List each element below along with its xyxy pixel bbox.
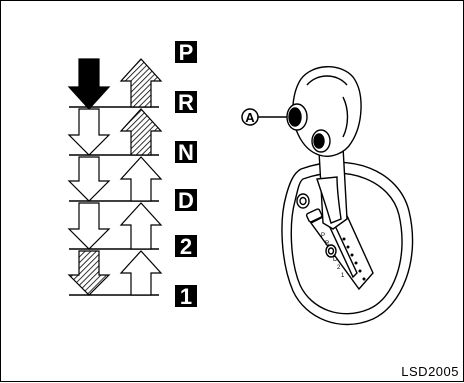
gear-label-2: 2: [180, 234, 192, 259]
gate-dot: [358, 269, 362, 273]
gear-label-n: N: [178, 140, 194, 165]
gear-labels: P R N D 2 1: [175, 40, 197, 309]
down-arrow-hatched: [67, 250, 111, 296]
up-arrow-hatched: [119, 58, 163, 108]
gear-label-r: R: [178, 90, 194, 115]
gate-dot: [362, 277, 366, 281]
gear-label-1: 1: [180, 284, 192, 309]
down-arrow-outline: [67, 202, 111, 250]
gear-box-n: [175, 141, 197, 163]
up-arrow-outline: [119, 250, 163, 296]
gate-label-p: P: [321, 233, 325, 239]
gate-label-2: 2: [337, 265, 341, 271]
downshift-arrows: [67, 58, 111, 296]
gear-box-1: [175, 285, 197, 307]
down-arrow-outline: [67, 108, 111, 156]
shift-lock-release-center: [327, 247, 335, 255]
knob-ridge: [342, 96, 349, 138]
gate-position-dots: [342, 237, 366, 281]
gear-box-p: [175, 41, 197, 63]
gear-box-2: [175, 235, 197, 257]
up-arrow-outline: [119, 202, 163, 250]
figure-code: LSD2005: [401, 364, 459, 379]
up-arrow-hatched: [119, 108, 163, 156]
upshift-arrows: [119, 58, 163, 296]
gear-box-r: [175, 91, 197, 113]
gate-label-d: D: [333, 257, 338, 263]
down-arrow-solid: [67, 58, 111, 110]
gear-label-p: P: [179, 40, 194, 65]
lever-boot: [316, 176, 342, 224]
gate-label-r: R: [325, 241, 330, 247]
up-arrow-outline: [119, 156, 163, 202]
callout-label: A: [245, 110, 255, 125]
gear-label-d: D: [178, 188, 194, 213]
mode-button-center: [299, 196, 307, 206]
down-arrow-outline: [67, 156, 111, 202]
knob-lower-button-inner: [313, 133, 325, 149]
gear-box-d: [175, 189, 197, 211]
gate-dot: [342, 237, 346, 241]
gate-label-1: 1: [341, 273, 345, 279]
gate-dot: [350, 253, 354, 257]
knob-button-inner: [288, 107, 302, 127]
callout-a: A: [241, 108, 287, 126]
gate-dot: [346, 245, 350, 249]
indicator-lamp: [305, 208, 323, 223]
shift-lever-illustration: P R N D 2 1: [281, 66, 414, 326]
lever-knob-highlight: [306, 75, 348, 86]
gate-dot: [354, 261, 358, 265]
